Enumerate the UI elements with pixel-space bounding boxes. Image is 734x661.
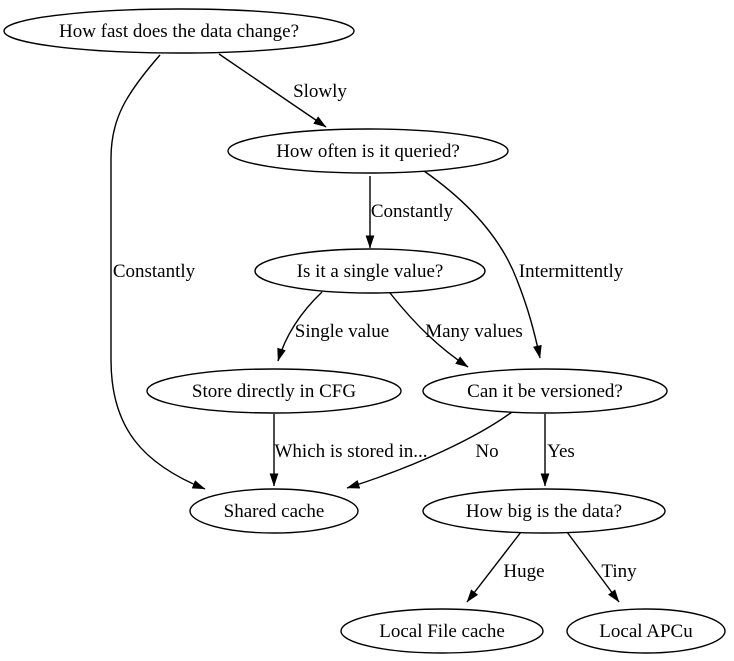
edge-label-single-value: Single value [295,321,389,342]
edge-label-intermittently: Intermittently [519,261,624,282]
node-how-big-label: How big is the data? [466,501,622,522]
edge-label-constantly-mid: Constantly [371,201,454,222]
node-how-fast-ellipse [3,8,355,54]
node-local-apcu: Local APCu [566,608,726,654]
node-how-big-ellipse [422,488,666,534]
node-how-big: How big is the data? [422,488,666,534]
node-shared-cache-ellipse [189,488,359,534]
edge-label-no: No [475,441,498,462]
node-how-fast-label: How fast does the data change? [59,21,299,42]
edge-how-big-local-apcu [566,531,620,603]
node-single-value-ellipse [254,248,486,294]
node-store-cfg: Store directly in CFG [146,368,402,414]
nodes: How fast does the data change? How often… [3,8,726,654]
edges [110,53,620,603]
edge-single-value-versioned [389,292,469,368]
edge-label-slowly: Slowly [293,81,347,102]
edge-single-value-store-cfg [277,291,323,362]
edge-label-many-values: Many values [425,321,523,342]
node-how-often-ellipse [227,128,509,174]
edge-label-which-stored: Which is stored in... [274,441,427,462]
edge-versioned-shared-cache [346,411,513,489]
node-local-apcu-label: Local APCu [599,621,693,642]
node-how-often-label: How often is it queried? [276,141,460,162]
edge-labels: Slowly Constantly Constantly Intermitten… [113,81,637,582]
edge-label-huge: Huge [503,561,544,582]
edge-label-yes: Yes [547,441,575,462]
node-local-file-label: Local File cache [379,621,505,642]
edge-label-constantly-left: Constantly [113,261,196,282]
node-store-cfg-label: Store directly in CFG [192,381,356,402]
node-versioned-label: Can it be versioned? [467,381,623,402]
edge-label-tiny: Tiny [601,561,637,582]
node-versioned: Can it be versioned? [422,368,668,414]
node-local-file-ellipse [340,608,544,654]
node-store-cfg-ellipse [146,368,402,414]
edge-how-big-local-file [466,531,522,603]
node-versioned-ellipse [422,368,668,414]
node-single-value-label: Is it a single value? [297,261,444,282]
node-shared-cache: Shared cache [189,488,359,534]
edge-how-often-versioned [423,170,542,359]
edge-how-fast-shared-cache [110,54,206,490]
node-shared-cache-label: Shared cache [224,501,325,522]
node-how-often: How often is it queried? [227,128,509,174]
node-local-apcu-ellipse [566,608,726,654]
node-local-file: Local File cache [340,608,544,654]
node-how-fast: How fast does the data change? [3,8,355,54]
node-single-value: Is it a single value? [254,248,486,294]
edge-how-fast-how-often [218,53,327,128]
